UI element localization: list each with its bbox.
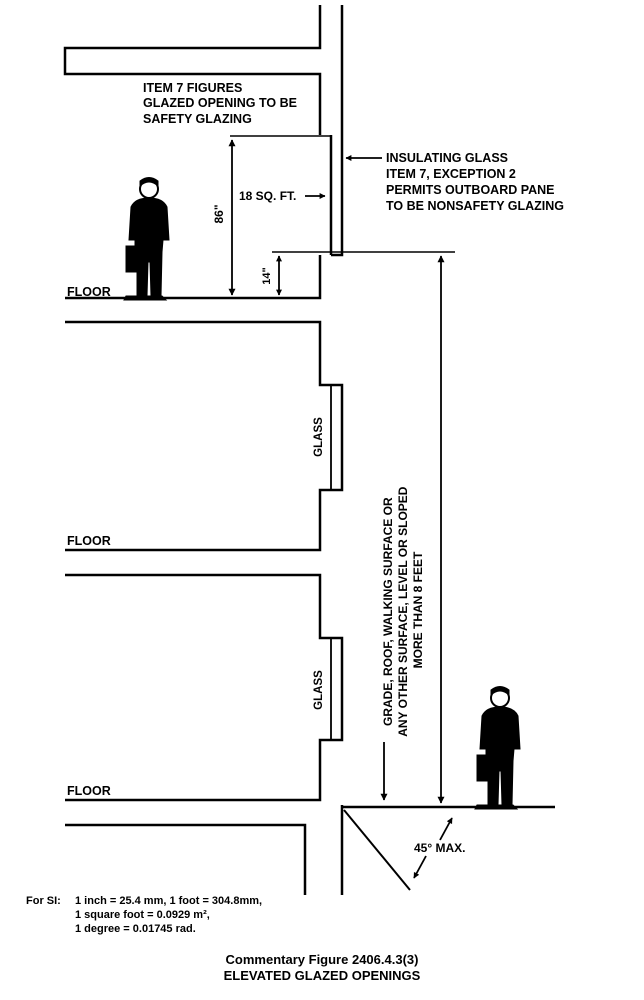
insulating-glass-line: INSULATING GLASS bbox=[386, 151, 508, 165]
item7-figures-note: ITEM 7 FIGURES GLAZED OPENING TO BE SAFE… bbox=[143, 81, 300, 126]
dimension-14-label: 14" bbox=[261, 267, 273, 284]
si-conversion-line: 1 inch = 25.4 mm, 1 foot = 304.8mm, bbox=[75, 895, 263, 907]
grade-note-line: GRADE, ROOF, WALKING SURFACE OR bbox=[381, 497, 395, 726]
grade-note-line: MORE THAN 8 FEET bbox=[411, 551, 425, 668]
insulating-glass-line: TO BE NONSAFETY GLAZING bbox=[386, 199, 564, 213]
building-outline bbox=[63, 5, 555, 895]
si-prefix: For SI: bbox=[26, 895, 61, 907]
angle-label: 45° MAX. bbox=[414, 841, 465, 855]
person-figure-lower bbox=[474, 686, 521, 810]
area-label: 18 SQ. FT. bbox=[239, 189, 296, 203]
glass-label-lower: GLASS bbox=[313, 670, 325, 710]
grade-note-line: ANY OTHER SURFACE, LEVEL OR SLOPED bbox=[396, 486, 410, 737]
floor-label-upper: FLOOR bbox=[67, 285, 111, 299]
item7-figures-line: ITEM 7 FIGURES bbox=[143, 81, 242, 95]
slope-line bbox=[343, 809, 411, 891]
si-conversion-line: 1 square foot = 0.0929 m², bbox=[75, 909, 210, 921]
dimension-86-label: 86" bbox=[212, 204, 226, 223]
si-conversion-line: 1 degree = 0.01745 rad. bbox=[75, 923, 196, 935]
figure-caption-number: Commentary Figure 2406.4.3(3) bbox=[225, 952, 419, 967]
figure-caption-title: ELEVATED GLAZED OPENINGS bbox=[223, 968, 421, 983]
insulating-glass-note: INSULATING GLASS ITEM 7, EXCEPTION 2 PER… bbox=[386, 151, 564, 213]
item7-figures-line: SAFETY GLAZING bbox=[143, 112, 252, 126]
floor-label-lower: FLOOR bbox=[67, 784, 111, 798]
floor-label-middle: FLOOR bbox=[67, 534, 111, 548]
person-figure-upper bbox=[123, 177, 170, 301]
insulating-glass-line: ITEM 7, EXCEPTION 2 bbox=[386, 167, 516, 181]
grade-note: GRADE, ROOF, WALKING SURFACE OR ANY OTHE… bbox=[381, 483, 425, 737]
insulating-glass-line: PERMITS OUTBOARD PANE bbox=[386, 183, 555, 197]
angle-leader-arrow-2 bbox=[413, 855, 427, 879]
glass-label-middle: GLASS bbox=[313, 417, 325, 457]
item7-figures-line: GLAZED OPENING TO BE bbox=[143, 96, 297, 110]
angle-leader-arrow bbox=[439, 817, 453, 841]
